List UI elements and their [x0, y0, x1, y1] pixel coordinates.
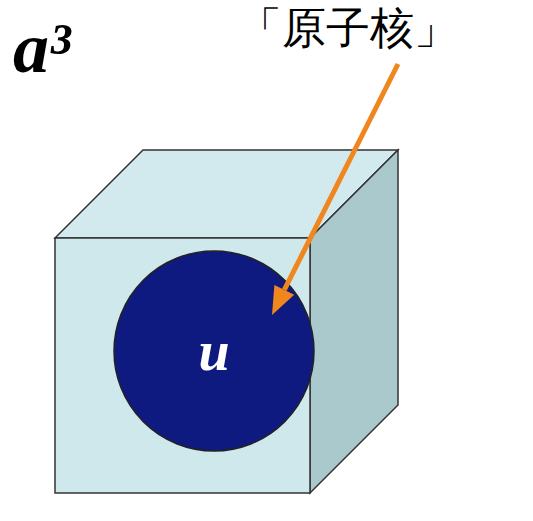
nucleus-circle: u	[113, 250, 315, 452]
nucleus-symbol: u	[113, 250, 315, 452]
arrow-head	[272, 285, 294, 315]
nucleus-fill	[114, 251, 314, 451]
cube-heading: a³	[13, 12, 71, 84]
leader-line	[284, 64, 398, 290]
cube-side	[310, 150, 398, 493]
nucleus-label: 「原子核」	[238, 4, 458, 52]
cube-box: a³u	[55, 150, 398, 493]
